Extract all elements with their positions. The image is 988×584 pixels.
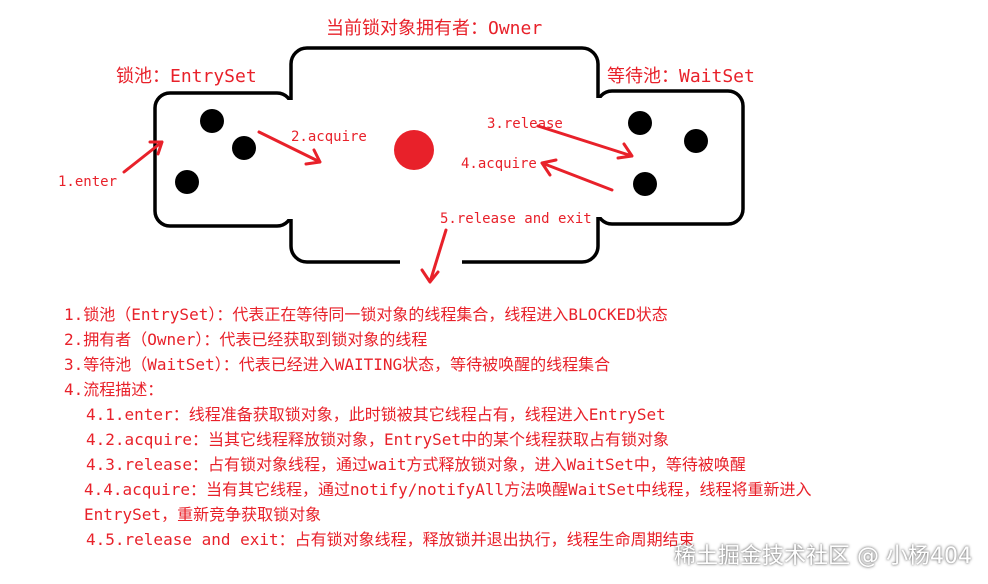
step-acquire-label: 2.acquire	[291, 129, 367, 145]
note-flow-heading: 4.流程描述：	[64, 380, 164, 399]
wait-thread-dot	[684, 129, 708, 153]
waitset-title: 等待池：WaitSet	[607, 66, 755, 87]
note-flow-acquire: 4.2.acquire：当其它线程释放锁对象，EntrySet中的某个线程获取占…	[86, 430, 670, 449]
note-waitset: 3.等待池（WaitSet）：代表已经进入WAITING状态，等待被唤醒的线程集…	[64, 355, 611, 374]
entry-owner-door	[286, 100, 298, 219]
owner-title: 当前锁对象拥有者：Owner	[326, 18, 543, 39]
step-release-label: 3.release	[487, 116, 563, 132]
wait-thread-dot	[633, 172, 657, 196]
entryset-box	[153, 91, 294, 228]
entry-thread-dot	[200, 109, 224, 133]
entry-thread-dot	[232, 136, 256, 160]
acquire-arrow	[257, 130, 322, 166]
note-flow-reacquire: 4.4.acquire：当有其它线程，通过notify/notifyAll方法唤…	[84, 480, 812, 524]
reacquire-arrow	[540, 158, 614, 192]
watermark: 稀土掘金技术社区 @ 小杨404	[674, 544, 972, 569]
note-flow-exit: 4.5.release and exit：占有锁对象线程，释放锁并退出执行，线程…	[86, 530, 695, 549]
exit-arrow	[420, 228, 448, 284]
release-arrow	[536, 124, 634, 160]
entry-thread-dot	[175, 170, 199, 194]
wait-owner-door	[592, 98, 604, 217]
step-enter-label: 1.enter	[58, 174, 118, 190]
owner-thread-dot	[394, 130, 434, 170]
note-flow-release: 4.3.release：占有锁对象线程，通过wait方式释放锁对象，进入Wait…	[86, 455, 746, 474]
enter-arrow	[122, 140, 164, 174]
note-flow-enter: 4.1.enter：线程准备获取锁对象，此时锁被其它线程占有，线程进入Entry…	[86, 405, 666, 424]
note-owner: 2.拥有者（Owner）：代表已经获取到锁对象的线程	[64, 330, 428, 349]
note-entryset: 1.锁池（EntrySet）：代表正在等待同一锁对象的线程集合，线程进入BLOC…	[64, 305, 668, 324]
step-reacquire-label: 4.acquire	[461, 156, 537, 172]
entryset-title: 锁池：EntrySet	[116, 66, 257, 87]
wait-thread-dot	[628, 111, 652, 135]
monitor-diagram	[122, 46, 745, 284]
legend-notes: 1.锁池（EntrySet）：代表正在等待同一锁对象的线程集合，线程进入BLOC…	[64, 302, 904, 552]
step-release-exit-label: 5.release and exit	[440, 211, 592, 227]
exit-door	[400, 256, 462, 268]
